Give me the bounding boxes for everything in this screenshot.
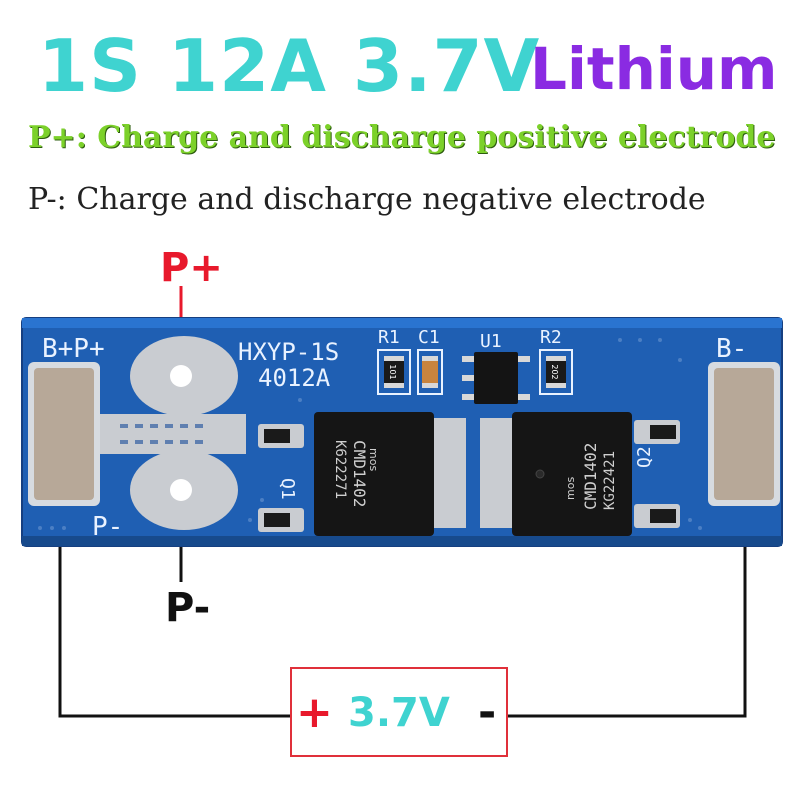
- c1-capacitor: [422, 356, 438, 388]
- silk-b-plus-p-plus: B+P+: [42, 334, 105, 364]
- silk-model-line1: HXYP-1S: [238, 338, 339, 366]
- title-row: 1S 12A 3.7V Lithium: [0, 18, 800, 114]
- battery-minus-sign: -: [478, 687, 497, 738]
- c1-capacitor-frame: [417, 349, 443, 395]
- q2-pin1-marker: [535, 469, 545, 479]
- page-title: 1S 12A 3.7V: [38, 24, 541, 108]
- pcb-board-shadow: [22, 536, 782, 546]
- q2-mos-logo: mos: [564, 477, 577, 500]
- r1-resistor-frame: [377, 349, 411, 395]
- copper-strip: [96, 414, 246, 454]
- b-plus-pad: [34, 368, 94, 500]
- q2-mosfet: [512, 412, 632, 536]
- silk-b-minus: B-: [716, 334, 747, 364]
- battery-voltage: 3.7V: [348, 690, 450, 736]
- negative-electrode-description: P-: Charge and discharge negative electr…: [28, 182, 706, 217]
- p-minus-hole: [170, 479, 192, 501]
- p-minus-label: P-: [165, 585, 211, 631]
- pcb-board-highlight: [22, 318, 782, 328]
- q1-mosfet: [314, 412, 434, 536]
- silk-u1: U1: [480, 331, 502, 352]
- q2-part-line2: KG22421: [602, 451, 618, 510]
- b-minus-pad: [714, 368, 774, 500]
- r2-resistor-frame: [539, 349, 573, 395]
- silk-r2: R2: [540, 327, 562, 348]
- q1-drain-pad: [432, 418, 466, 528]
- silk-p-minus: P-: [92, 512, 123, 542]
- p-plus-hole: [170, 365, 192, 387]
- silk-c1: C1: [418, 327, 440, 348]
- q1-part-line2: K622271: [332, 440, 348, 499]
- u1-chip: [474, 352, 518, 404]
- q1-mos-logo: mos: [367, 448, 380, 471]
- r2-resistor: [546, 356, 566, 388]
- q2-part-line1: CMD1402: [581, 443, 600, 510]
- pcb-dot-grid: [38, 338, 702, 530]
- silk-q2: Q2: [634, 446, 655, 468]
- page-subtitle: Lithium: [530, 35, 778, 103]
- silk-r1: R1: [378, 327, 400, 348]
- r1-value: 101: [388, 364, 397, 379]
- r2-value: 202: [550, 364, 559, 379]
- via-row: [120, 424, 203, 444]
- battery-plus-sign: +: [296, 687, 333, 738]
- p-plus-label: P+: [160, 245, 223, 291]
- silk-q1: Q1: [277, 478, 298, 500]
- q1-part-line1: CMD1402: [350, 440, 369, 507]
- r1-resistor: [384, 356, 404, 388]
- positive-electrode-description: P+: Charge and discharge positive electr…: [28, 120, 776, 155]
- q2-drain-pad: [480, 418, 514, 528]
- battery-box: [290, 667, 508, 757]
- silk-model-line2: 4012A: [258, 364, 331, 392]
